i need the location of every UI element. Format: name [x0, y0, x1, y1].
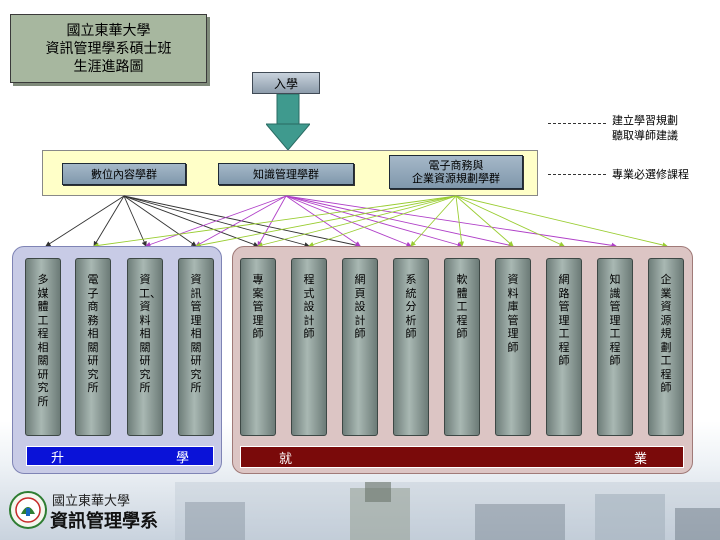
pillar-label: 專案管理師 [252, 273, 264, 340]
pillar-label: 多媒體工程相關研究所 [37, 273, 49, 408]
university-seal-icon [9, 491, 47, 529]
pillar-label: 系統分析師 [405, 273, 417, 340]
career-network-engineer: 網路管理工程師 [546, 258, 582, 436]
entry-arrow-icon [266, 94, 310, 150]
further-study-bar: 升 學 [26, 446, 214, 466]
note-line-1: 建立學習規劃 [612, 114, 678, 127]
group-label: 電子商務與 [428, 159, 484, 172]
pillar-label: 程式設計師 [303, 273, 315, 340]
pillar-label: 電子商務相關研究所 [87, 273, 99, 394]
note-leader-2 [548, 174, 606, 175]
pillar-label: 企業資源規劃工程師 [660, 273, 672, 394]
pillar-label: 資料庫管理師 [507, 273, 519, 354]
study-path-ecommerce: 電子商務相關研究所 [75, 258, 111, 436]
study-path-multimedia: 多媒體工程相關研究所 [25, 258, 61, 436]
group-digital-content: 數位內容學群 [62, 163, 186, 185]
note-courses: 專業必選修課程 [612, 168, 689, 181]
logo-university-name: 國立東華大學 [52, 494, 131, 509]
note-study-plan: 建立學習規劃 聽取導師建議 [612, 113, 678, 143]
pillar-label: 資訊管理相關研究所 [190, 273, 202, 394]
career-software-engineer: 軟體工程師 [444, 258, 480, 436]
pillar-label: 網頁設計師 [354, 273, 366, 340]
pillar-label: 網路管理工程師 [558, 273, 570, 367]
title-line-1: 國立東華大學 [66, 22, 151, 39]
group-label: 數位內容學群 [91, 167, 157, 181]
campus-photo-strip [175, 482, 720, 540]
bar-char: 就 [279, 451, 293, 467]
pillar-label: 資工、資料相關研究所 [139, 273, 161, 394]
logo-department-name: 資訊管理學系 [50, 511, 158, 532]
career-erp-engineer: 企業資源規劃工程師 [648, 258, 684, 436]
pillar-label: 知識管理工程師 [609, 273, 621, 367]
career-programmer: 程式設計師 [291, 258, 327, 436]
pillar-label: 軟體工程師 [456, 273, 468, 340]
career-project-manager: 專案管理師 [240, 258, 276, 436]
employment-bar: 就 業 [240, 446, 684, 468]
career-system-analyst: 系統分析師 [393, 258, 429, 436]
group-ecommerce-erp: 電子商務與 企業資源規劃學群 [389, 155, 523, 189]
group-label: 企業資源規劃學群 [412, 172, 500, 185]
note-line-2: 聽取導師建議 [612, 129, 678, 142]
bar-char: 升 [51, 450, 65, 466]
study-path-info-mgmt: 資訊管理相關研究所 [178, 258, 214, 436]
group-label: 知識管理學群 [253, 167, 319, 181]
career-web-designer: 網頁設計師 [342, 258, 378, 436]
title-line-2: 資訊管理學系碩士班 [45, 40, 172, 57]
title-line-3: 生涯進路圖 [73, 58, 144, 75]
bar-char: 學 [175, 450, 189, 466]
career-km-engineer: 知識管理工程師 [597, 258, 633, 436]
note-leader-1 [548, 123, 606, 124]
study-path-cs-data: 資工、資料相關研究所 [127, 258, 163, 436]
group-knowledge-management: 知識管理學群 [218, 163, 354, 185]
career-dba: 資料庫管理師 [495, 258, 531, 436]
bar-char: 業 [633, 451, 647, 467]
entry-node: 入學 [252, 72, 320, 94]
roadmap-title: 國立東華大學 資訊管理學系碩士班 生涯進路圖 [10, 14, 207, 83]
